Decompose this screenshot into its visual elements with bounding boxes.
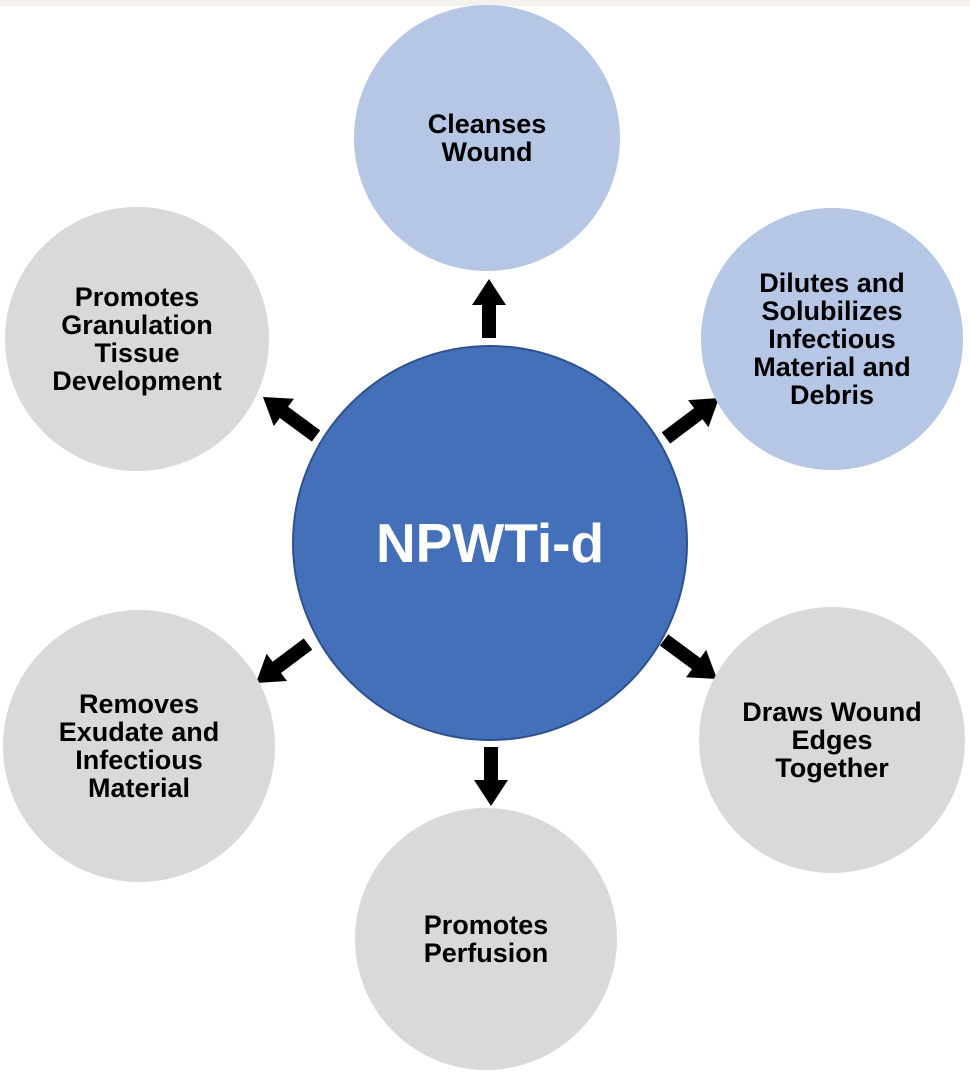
node-label: Removes Exudate and Infectious Material [58,689,220,803]
node-draws-wound-edges: Draws Wound Edges Together [699,607,965,873]
center-node: NPWTi-d [292,345,688,741]
node-label: Draws Wound Edges Together [742,697,922,783]
node-promotes-perfusion: Promotes Perfusion [355,808,617,1070]
arrow-up-icon [472,279,506,338]
node-cleanses-wound: Cleanses Wound [354,5,620,271]
center-node-label: NPWTi-d [375,512,605,574]
node-label: Dilutes and Solubilizes Infectious Mater… [753,268,911,410]
node-dilutes-solubilizes: Dilutes and Solubilizes Infectious Mater… [701,208,963,470]
node-label: Promotes Granulation Tissue Development [52,282,222,396]
node-removes-exudate: Removes Exudate and Infectious Material [3,610,275,882]
arrow-down-right-icon [659,634,717,679]
arrow-down-icon [474,747,508,806]
node-label: Cleanses Wound [427,109,547,167]
arrow-up-left-icon [263,397,321,442]
node-promotes-granulation: Promotes Granulation Tissue Development [5,207,269,471]
arrow-up-right-icon [661,398,719,444]
node-label: Promotes Perfusion [423,910,549,968]
arrow-down-left-icon [256,638,313,683]
top-edge-strip [0,0,970,6]
